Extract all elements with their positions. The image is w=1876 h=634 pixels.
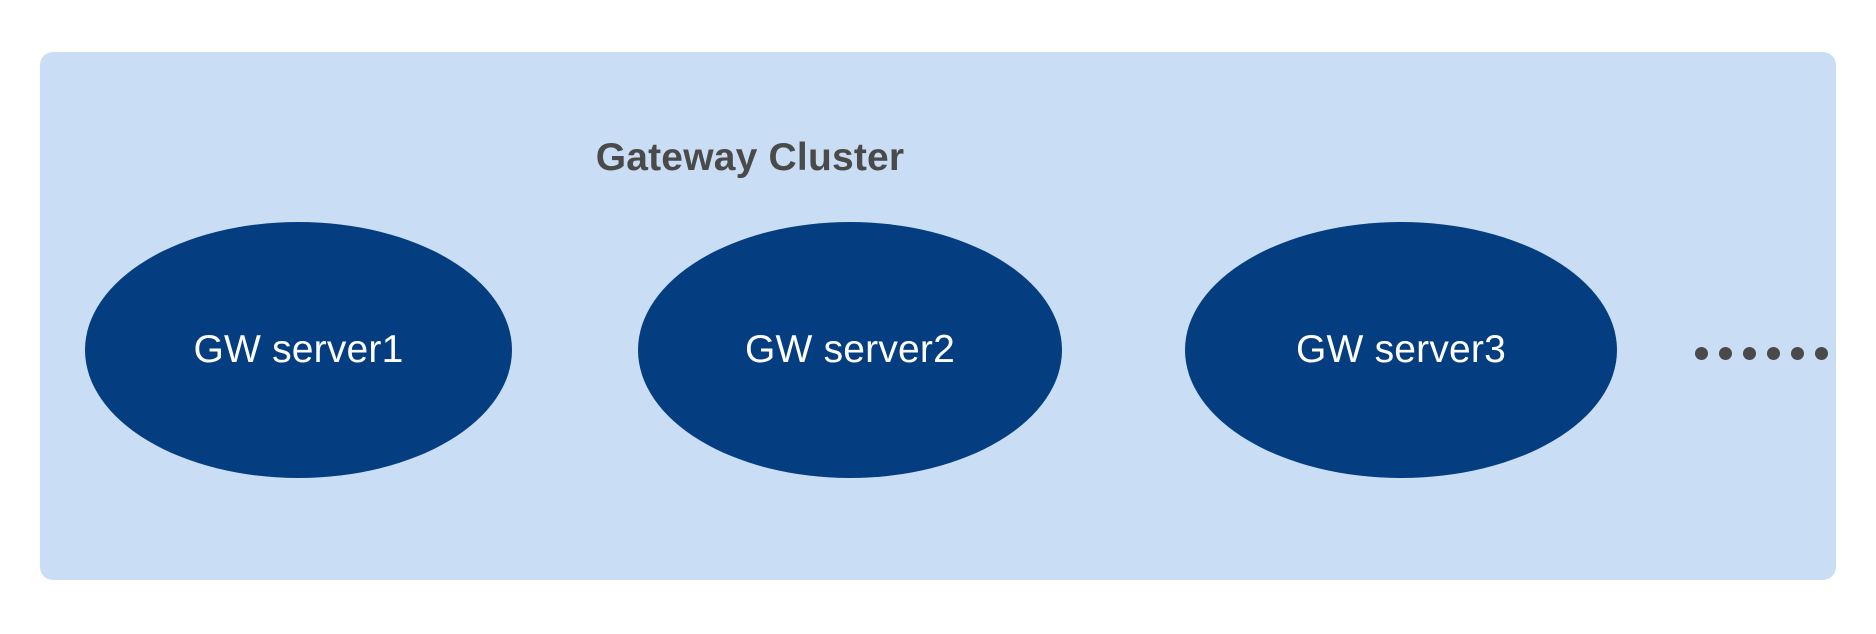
gateway-cluster-container: Gateway Cluster GW server1 GW server2 GW…	[40, 52, 1836, 580]
ellipsis-continuation-icon	[1695, 343, 1828, 363]
node-gw-server-2[interactable]: GW server2	[638, 222, 1062, 478]
node-gw-server-2-label: GW server2	[744, 327, 956, 371]
ellipsis-dot	[1767, 346, 1780, 360]
ellipsis-dot	[1719, 346, 1732, 360]
node-gw-server-1-label: GW server1	[193, 327, 404, 371]
ellipsis-dot	[1743, 346, 1756, 360]
cluster-title: Gateway Cluster	[595, 136, 905, 179]
node-gw-server-1[interactable]: GW server1	[85, 222, 512, 478]
ellipsis-dot	[1815, 346, 1828, 360]
node-gw-server-3-label: GW server3	[1295, 327, 1507, 371]
ellipsis-dot	[1695, 346, 1708, 360]
node-gw-server-3[interactable]: GW server3	[1185, 222, 1617, 478]
ellipsis-dot	[1791, 346, 1804, 360]
